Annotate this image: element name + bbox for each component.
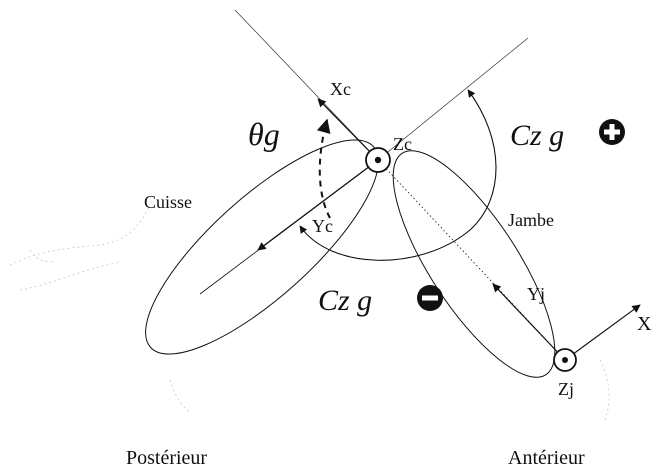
background-sketch: [9, 204, 610, 421]
x-label: X: [637, 313, 652, 335]
cuisse-label: Cuisse: [144, 192, 192, 212]
plus-sign-icon: [599, 119, 625, 145]
theta-label: θg: [248, 116, 280, 152]
theta-arc: [316, 118, 331, 219]
yj-axis-arrow: [492, 283, 566, 361]
minus-sign-icon: [417, 285, 443, 311]
yc-axis-arrow: [257, 159, 379, 251]
jambe-label: Jambe: [508, 210, 554, 230]
ankle-joint-zj: [553, 348, 577, 372]
zj-label: Zj: [558, 379, 574, 399]
posterior-label: Postérieur: [126, 447, 207, 469]
knee-joint-zc: [365, 147, 391, 173]
yj-label: Yj: [527, 284, 545, 304]
zc-label: Zc: [393, 134, 412, 154]
yc-label: Yc: [312, 216, 333, 236]
cz-positive-label: Cz g: [510, 119, 564, 152]
x-axis-arrow: [564, 304, 641, 361]
leg-segment: [392, 150, 556, 378]
cz-negative-label: Cz g: [318, 284, 372, 317]
xc-label: Xc: [330, 79, 351, 99]
anterior-label: Antérieur: [508, 447, 585, 469]
cz-positive-arc: [299, 89, 497, 261]
